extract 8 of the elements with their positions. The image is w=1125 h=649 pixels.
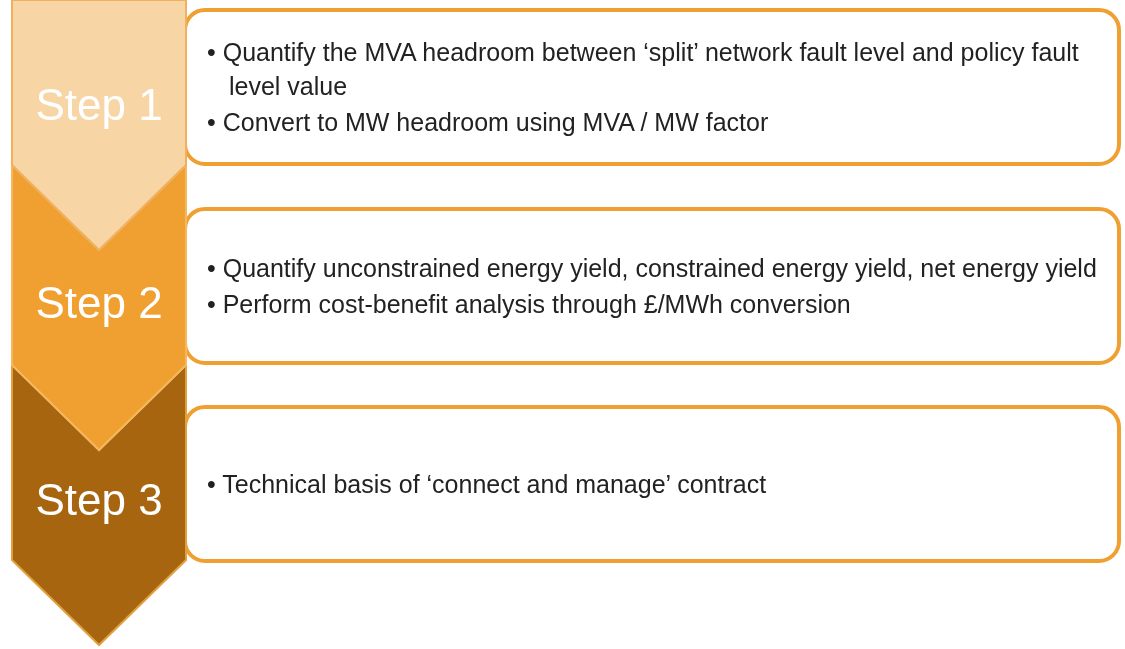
step-label: Step 2	[34, 278, 164, 328]
bullet-item: • Perform cost-benefit analysis through £/MWh conversion	[207, 289, 852, 320]
bullet-item: • Quantify the MVA headroom between ‘split’ network fault level and policy fault level value	[207, 37, 1080, 102]
step-label: Step 1	[34, 80, 164, 130]
bullet-item: • Technical basis of ‘connect and manage’ contract	[207, 469, 768, 500]
bullet-item: • Convert to MW headroom using MVA / MW factor	[207, 107, 770, 138]
step-label: Step 3	[34, 475, 164, 525]
bullet-item: • Quantify unconstrained energy yield, constrained energy yield, net energy yield	[207, 253, 1098, 284]
